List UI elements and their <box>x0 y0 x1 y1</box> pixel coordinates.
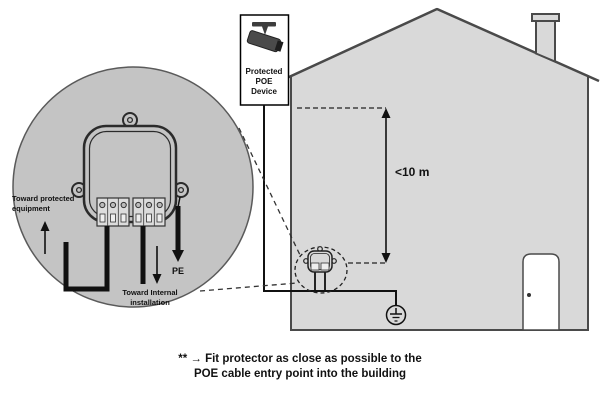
caption: ** → Fit protector as close as possible … <box>178 353 421 380</box>
terminal-block-left <box>96 197 130 227</box>
protector-detail: Toward protected equipment Toward Intern… <box>12 112 189 307</box>
caption-line1: ** → Fit protector as close as possible … <box>178 353 421 365</box>
door <box>522 253 560 331</box>
pe-arrowhead <box>172 250 184 262</box>
roof-right-edge <box>436 7 600 83</box>
protector-body-inner <box>88 130 172 218</box>
mounting-tab-top <box>122 112 138 128</box>
cable-toward-protected <box>63 226 110 292</box>
roof-left-edge <box>275 7 438 85</box>
caption-line2: POE cable entry point into the building <box>194 368 406 380</box>
mounting-tab-right <box>173 182 189 198</box>
house <box>275 7 600 331</box>
protected-poe-device-callout: Protected POE Device <box>239 14 290 106</box>
poe-protector-small <box>294 246 348 294</box>
measure-arrowhead-up <box>381 108 391 118</box>
door-knob <box>527 293 531 297</box>
camera-label-line1: Protected <box>246 67 283 76</box>
toward-protected-line1: Toward protected <box>12 194 75 203</box>
toward-internal-line2: installation <box>130 298 170 307</box>
toward-protected-line2: equipment <box>12 204 50 213</box>
chimney-cap <box>531 13 560 22</box>
distance-label: <10 m <box>395 165 429 179</box>
arrow-down-head <box>152 274 162 284</box>
magnifier-connector-top <box>238 127 301 256</box>
camera-label-line2: POE <box>256 77 274 86</box>
magnifier-connector-bottom <box>199 282 298 292</box>
ground-symbol <box>385 304 407 326</box>
chimney <box>535 20 556 64</box>
toward-internal-line1: Toward Internal <box>122 288 177 297</box>
terminal-block-right <box>132 197 166 227</box>
cctv-camera-icon <box>246 22 284 53</box>
camera-label-line3: Device <box>251 87 277 96</box>
arrow-up-head <box>40 221 50 231</box>
measure-arrowhead-down <box>381 253 391 263</box>
pe-label: PE <box>172 266 184 276</box>
cable-pe-lead <box>177 196 181 208</box>
distance-measurement: <10 m <box>297 107 429 264</box>
